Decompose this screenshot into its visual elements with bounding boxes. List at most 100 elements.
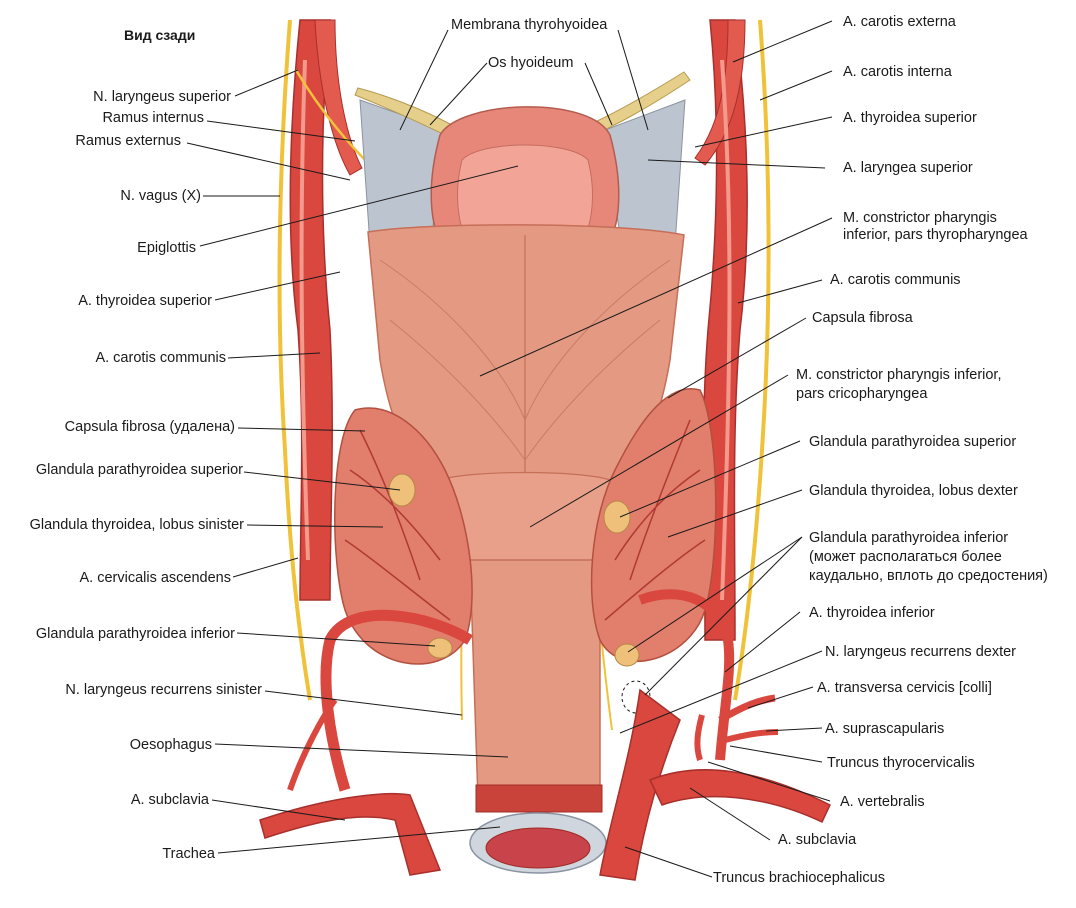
leader-membrana-thyrohyoidea-b (617, 29, 649, 131)
leader-a-transversa-cervicis (747, 686, 814, 709)
left-carotid-highlight (299, 59, 310, 561)
trachea-lumen (485, 827, 591, 869)
left-cervicalis-ascendens (287, 698, 338, 791)
label-a-thyroidea-inferior: A. thyroidea inferior (809, 605, 935, 621)
left-carotid-externa (314, 19, 363, 176)
parathyroid-sup-right (603, 500, 631, 534)
labels: Вид сзади Membrana thyrohyoidea Os hyoid… (30, 14, 1048, 886)
left-vagus-nerve (277, 19, 312, 701)
leader-m-constrictor-thyro (479, 217, 833, 377)
leader-a-laryngea-superior (647, 159, 826, 169)
label-membrana-thyrohyoidea: Membrana thyrohyoidea (451, 17, 608, 33)
right-transversa-cervicis (718, 694, 776, 724)
label-gland-parathyr-inf-right-1: Glandula parathyroidea inferior (809, 530, 1008, 546)
label-capsula-fibrosa-removed: Capsula fibrosa (удалена) (65, 419, 235, 435)
leader-n-recurrens-sinister (264, 690, 463, 716)
thyroid-vessels-right (604, 419, 706, 621)
leader-capsula-fibrosa (667, 317, 807, 399)
leader-parathyr-inf-left (236, 632, 436, 647)
label-epiglottis: Epiglottis (137, 240, 196, 256)
label-n-recurrens-sinister: N. laryngeus recurrens sinister (65, 682, 262, 698)
right-vertebralis (694, 714, 705, 761)
leader-trachea (217, 826, 501, 854)
leader-a-subclavia-right (689, 787, 771, 841)
leader-epiglottis (199, 165, 519, 247)
label-m-constrictor-thyro-2: inferior, pars thyropharyngea (843, 227, 1029, 243)
label-gland-parathyr-inf-right-3: каудально, вплоть до средостения) (809, 568, 1048, 584)
leader-a-carotis-externa (732, 20, 833, 63)
label-a-vertebralis: A. vertebralis (840, 794, 925, 810)
right-inferior-thyroid-loop (638, 589, 735, 761)
right-carotid-highlight (720, 59, 732, 601)
label-m-constrictor-crico-1: M. constrictor pharyngis inferior, (796, 367, 1002, 383)
label-gland-thyr-lobus-sinister: Glandula thyroidea, lobus sinister (30, 517, 245, 533)
leader-a-carotis-communis-left (227, 352, 321, 359)
parathyroid-inf-left (427, 637, 453, 659)
leader-oesophagus (214, 743, 509, 758)
oesophagus-shape (469, 559, 601, 801)
label-a-carotis-externa: A. carotis externa (843, 14, 957, 30)
label-n-vagus: N. vagus (X) (120, 188, 201, 204)
label-a-carotis-interna: A. carotis interna (843, 64, 953, 80)
label-a-cervicalis-ascendens: A. cervicalis ascendens (79, 570, 231, 586)
label-a-subclavia-left: A. subclavia (131, 792, 210, 808)
leader-membrana-thyrohyoidea-a (399, 29, 449, 131)
view-title: Вид сзади (124, 27, 195, 43)
leader-truncus-brachiocephalicus (624, 846, 713, 878)
label-a-carotis-communis-left: A. carotis communis (95, 350, 226, 366)
laryngeal-inlet (457, 144, 593, 249)
label-a-subclavia-right: A. subclavia (778, 832, 857, 848)
label-a-thyroidea-superior-left: A. thyroidea superior (78, 293, 212, 309)
parathyroid-sup-left (388, 473, 416, 507)
leader-a-suprascapularis (765, 727, 823, 732)
pharynx-fibers (379, 259, 671, 461)
thyroid-lobe-left (334, 407, 473, 665)
label-gland-parathyr-sup-left: Glandula parathyroidea superior (36, 462, 243, 478)
label-a-laryngea-superior: A. laryngea superior (843, 160, 973, 176)
right-vagus-nerve (733, 19, 771, 701)
leader-a-carotis-interna (759, 70, 833, 101)
label-ramus-externus: Ramus externus (75, 133, 181, 149)
right-carotid-externa (694, 19, 746, 166)
leader-ramus-internus (206, 120, 356, 142)
leader-os-hyoideum-a (429, 62, 488, 126)
label-truncus-thyrocervicalis: Truncus thyrocervicalis (827, 755, 975, 771)
label-n-recurrens-dexter: N. laryngeus recurrens dexter (825, 644, 1016, 660)
leader-a-vertebralis (707, 761, 831, 802)
label-a-thyroidea-superior-right: A. thyroidea superior (843, 110, 977, 126)
leader-a-thyroidea-inferior (724, 611, 801, 673)
parathyroid-inf-right (614, 643, 640, 667)
leader-n-laryngeus-superior (234, 69, 299, 97)
leader-parathyr-inf-right-b (644, 536, 803, 696)
label-gland-parathyr-sup-right: Glandula parathyroidea superior (809, 434, 1016, 450)
label-gland-parathyr-inf-right-2: (может располагаться более (809, 549, 1002, 565)
leader-truncus-thyrocervicalis (729, 745, 823, 763)
label-trachea: Trachea (162, 846, 216, 862)
leader-n-recurrens-dexter (619, 650, 823, 734)
label-a-carotis-communis-right: A. carotis communis (830, 272, 961, 288)
oesophagus-cut (475, 784, 603, 813)
leader-a-cervicalis-ascendens (232, 557, 299, 578)
left-laryngeus-superior (294, 69, 371, 166)
leader-ramus-externus (186, 142, 351, 181)
leader-a-thyroidea-sup-left (214, 271, 341, 301)
leader-capsula-removed (237, 427, 366, 432)
label-truncus-brachiocephalicus: Truncus brachiocephalicus (713, 870, 885, 886)
label-m-constrictor-thyro-1: M. constrictor pharyngis (843, 210, 997, 226)
left-subclavian-artery (259, 792, 442, 876)
label-capsula-fibrosa: Capsula fibrosa (812, 310, 914, 326)
leader-a-carotis-communis-right (737, 279, 823, 304)
leader-thyr-lobus-sinister (246, 524, 384, 528)
leader-thyr-lobus-dexter (667, 489, 803, 538)
illustration (259, 19, 831, 881)
leader-parathyr-inf-right-a (627, 536, 803, 653)
label-os-hyoideum: Os hyoideum (488, 55, 573, 71)
label-m-constrictor-crico-2: pars cricopharyngea (796, 386, 928, 402)
leader-a-subclavia-left (211, 799, 346, 821)
leader-parathyr-sup-right (619, 440, 801, 518)
label-a-transversa-cervicis: A. transversa cervicis [colli] (817, 680, 992, 696)
label-gland-parathyr-inf-left: Glandula parathyroidea inferior (36, 626, 235, 642)
label-gland-thyr-lobus-dexter: Glandula thyroidea, lobus dexter (809, 483, 1018, 499)
label-a-suprascapularis: A. suprascapularis (825, 721, 944, 737)
